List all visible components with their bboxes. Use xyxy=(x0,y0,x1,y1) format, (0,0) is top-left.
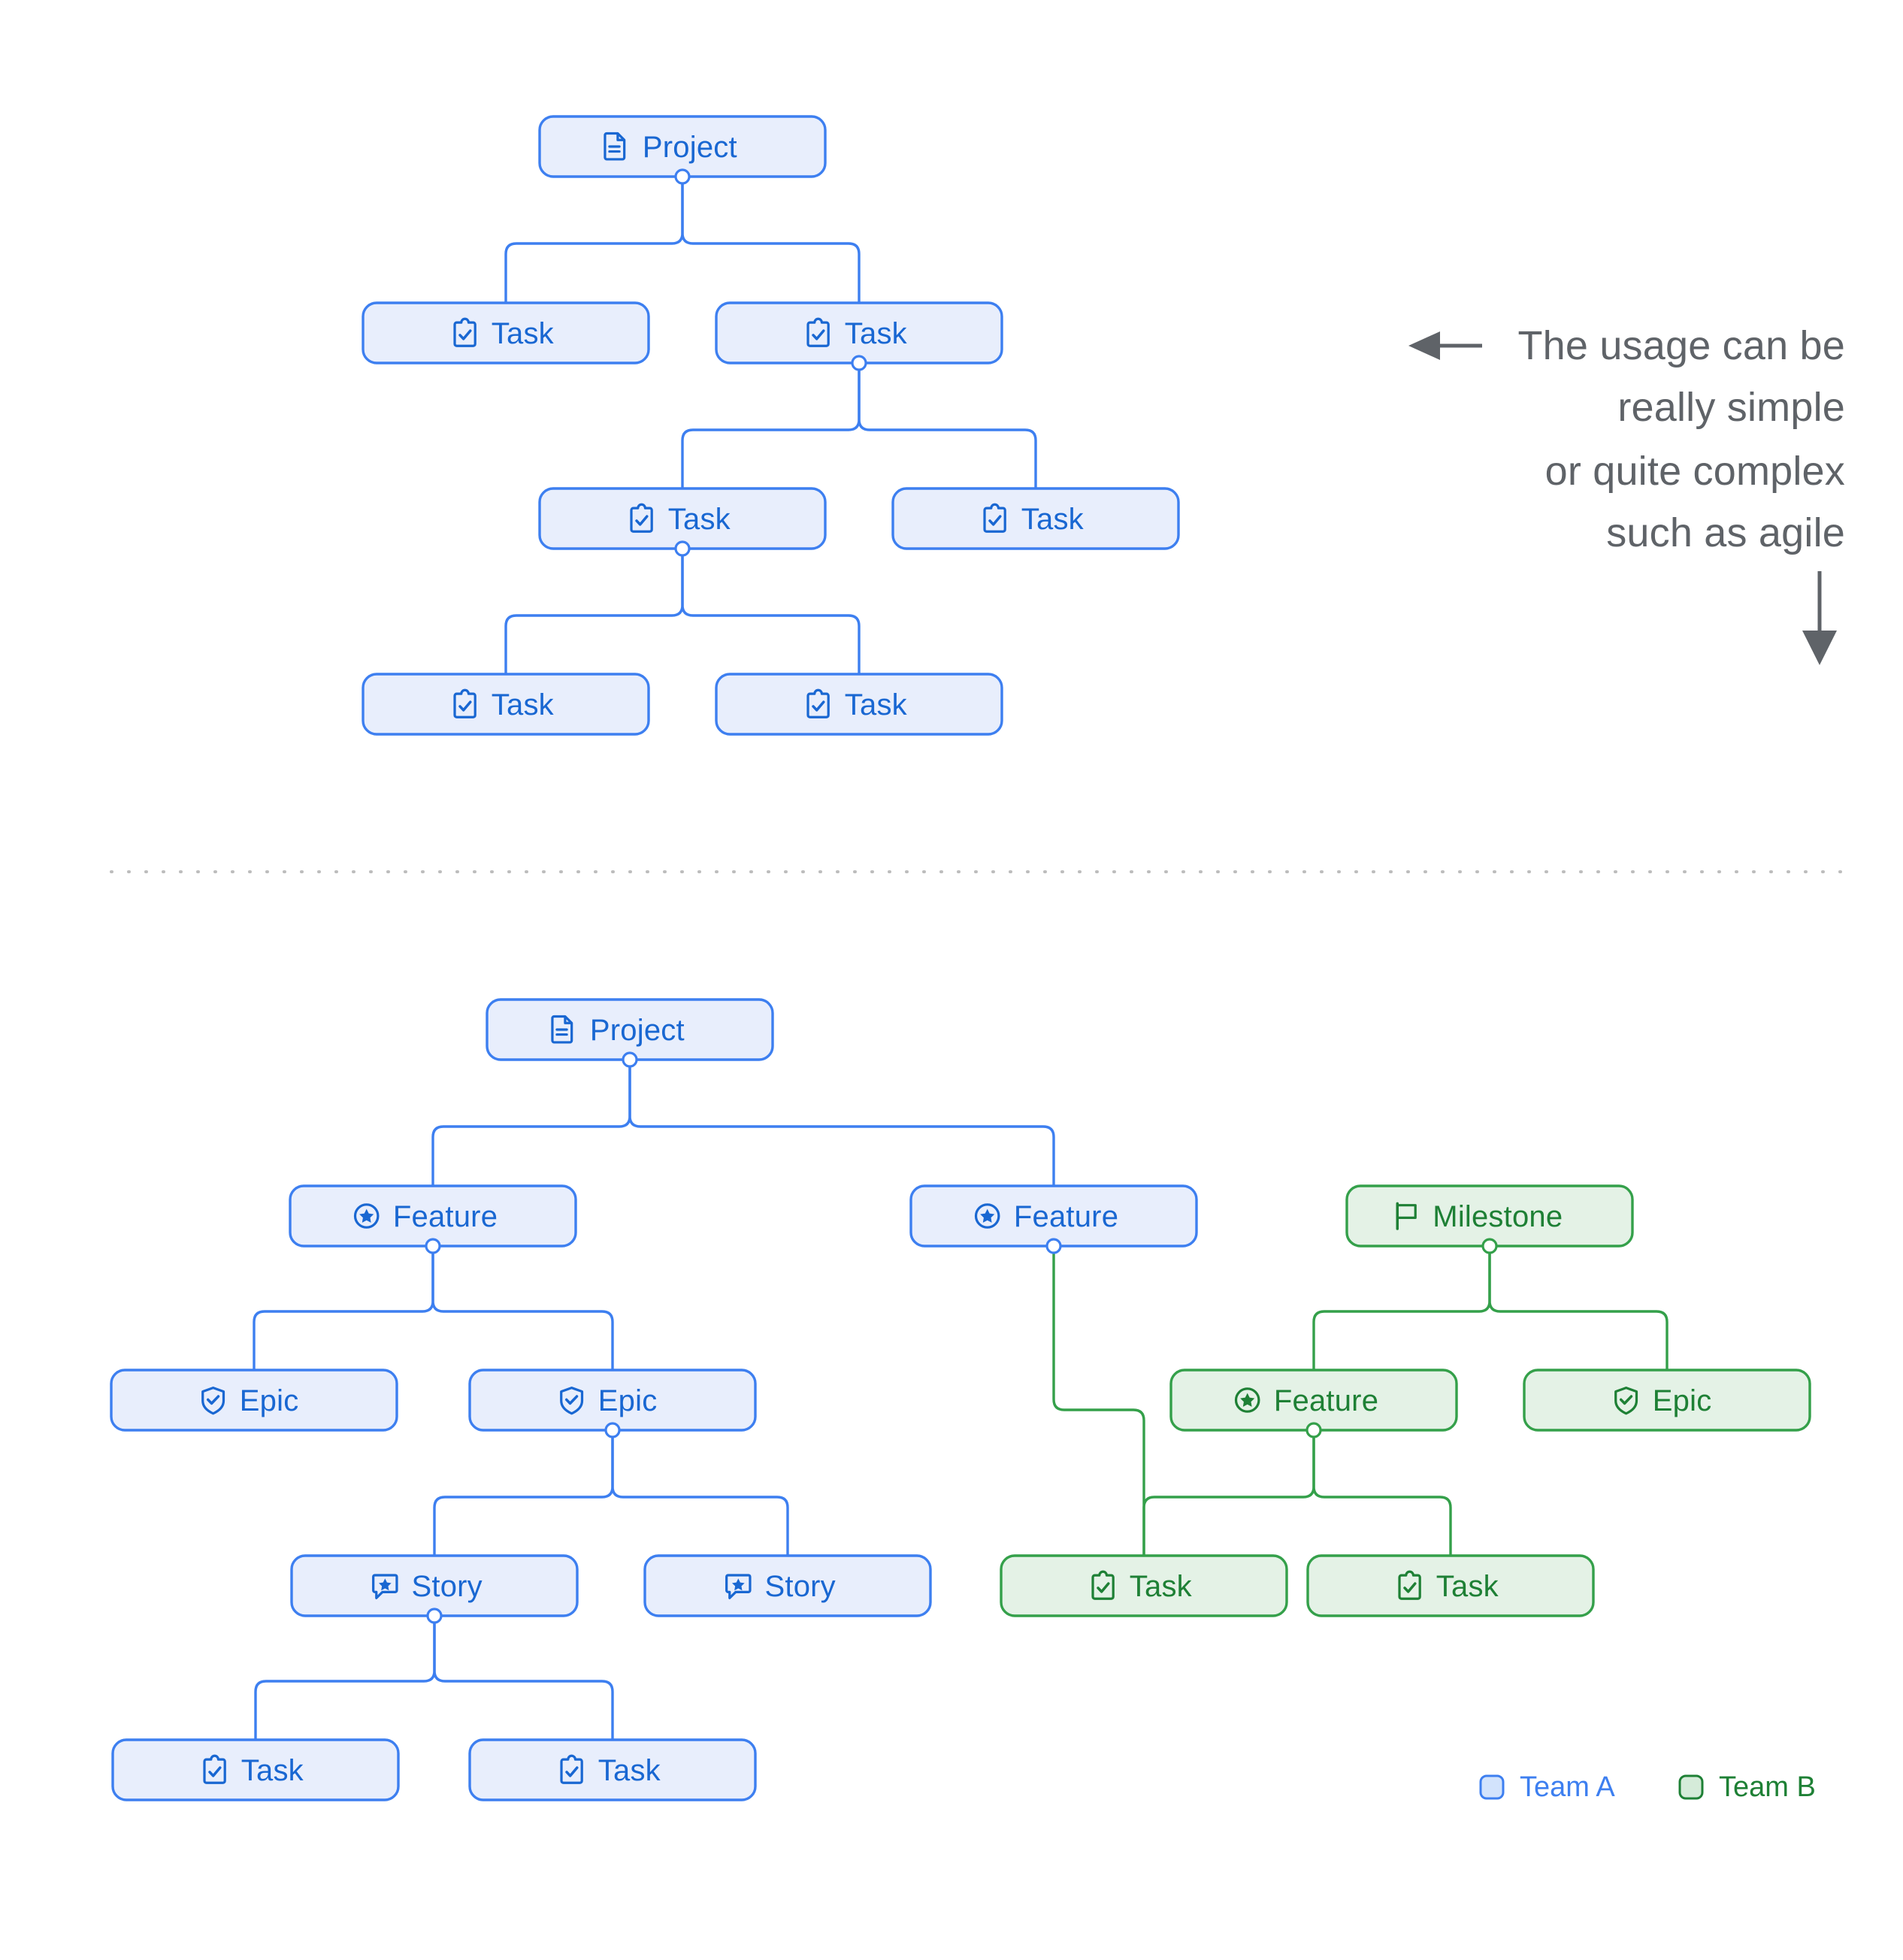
node-label: Task xyxy=(598,1754,661,1787)
node-label: Task xyxy=(492,688,555,721)
node-connector-port[interactable] xyxy=(1045,1238,1062,1254)
node-label: Project xyxy=(643,131,737,164)
node-connector-port[interactable] xyxy=(1305,1422,1322,1438)
diagram-node[interactable]: Task xyxy=(1306,1554,1595,1617)
node-box[interactable] xyxy=(643,1554,932,1617)
legend-swatch-team-b xyxy=(1678,1774,1704,1800)
annotation-line: or quite complex xyxy=(1545,449,1845,494)
legend-label: Team B xyxy=(1719,1771,1816,1803)
node-label: Feature xyxy=(1274,1384,1378,1417)
edge-connector xyxy=(858,363,1037,488)
node-label: Task xyxy=(1021,503,1085,536)
edge-connector xyxy=(504,177,684,303)
node-label: Project xyxy=(590,1014,685,1047)
node-connector-port[interactable] xyxy=(425,1238,441,1254)
node-label: Task xyxy=(241,1754,304,1787)
node-connector-port[interactable] xyxy=(674,168,691,185)
node-connector-port[interactable] xyxy=(426,1608,443,1624)
node-box[interactable] xyxy=(362,301,650,364)
edge-connector xyxy=(628,1060,1055,1186)
node-label: Task xyxy=(845,317,908,350)
node-box[interactable] xyxy=(110,1369,398,1432)
edge-connector xyxy=(254,1616,436,1740)
diagram-node[interactable]: Epic xyxy=(468,1369,757,1438)
diagram-node[interactable]: Story xyxy=(290,1554,579,1624)
edge-connector xyxy=(431,1246,614,1370)
diagram-node[interactable]: Milestone xyxy=(1345,1184,1634,1254)
annotation-text: The usage can be really simple or quite co… xyxy=(1517,323,1845,555)
diagram-node[interactable]: Task xyxy=(362,301,650,364)
node-label: Feature xyxy=(1014,1200,1118,1233)
legend-item[interactable]: Team A xyxy=(1479,1771,1615,1803)
edge-connector xyxy=(433,1616,614,1740)
node-connector-port[interactable] xyxy=(604,1422,621,1438)
diagram-node[interactable]: Task xyxy=(1000,1554,1288,1617)
diagram-node[interactable]: Task xyxy=(715,673,1003,736)
edge-connector xyxy=(1052,1246,1145,1556)
edge-connector xyxy=(253,1246,434,1370)
diagram-node[interactable]: Story xyxy=(643,1554,932,1617)
edge-connector xyxy=(611,1430,789,1556)
node-box[interactable] xyxy=(1000,1554,1288,1617)
annotation-line: such as agile xyxy=(1606,510,1845,555)
diagram-node[interactable]: Feature xyxy=(289,1184,577,1254)
node-label: Story xyxy=(765,1570,836,1603)
node-label: Task xyxy=(1130,1570,1193,1603)
annotation-line: The usage can be xyxy=(1517,323,1845,368)
node-label: Task xyxy=(845,688,908,721)
node-connector-port[interactable] xyxy=(1481,1238,1498,1254)
diagram-node[interactable]: Feature xyxy=(1169,1369,1458,1438)
node-box[interactable] xyxy=(111,1738,400,1801)
legend-swatch-team-a xyxy=(1479,1774,1505,1800)
edge-connector xyxy=(1488,1246,1669,1370)
diagram-node[interactable]: Project xyxy=(538,115,827,185)
node-box[interactable] xyxy=(1523,1369,1811,1432)
diagram-node[interactable]: Project xyxy=(486,998,774,1068)
edge-connector xyxy=(681,177,861,303)
diagram-node[interactable]: Task xyxy=(111,1738,400,1801)
edge-connector xyxy=(681,549,861,674)
node-box[interactable] xyxy=(1306,1554,1595,1617)
legend: Team A Team B xyxy=(1479,1771,1816,1803)
edge-connector xyxy=(433,1430,614,1556)
edge-connector xyxy=(1312,1430,1452,1556)
edge-connector xyxy=(1142,1430,1315,1556)
edge-connector xyxy=(431,1060,631,1186)
legend-item[interactable]: Team B xyxy=(1678,1771,1816,1803)
node-label: Story xyxy=(412,1570,483,1603)
node-label: Epic xyxy=(1653,1384,1712,1417)
diagram-node[interactable]: Epic xyxy=(1523,1369,1811,1432)
edge-connector xyxy=(504,549,684,674)
node-label: Milestone xyxy=(1433,1200,1563,1233)
edge-connector xyxy=(681,363,861,488)
node-label: Feature xyxy=(393,1200,498,1233)
node-label: Task xyxy=(1436,1570,1499,1603)
diagram-node[interactable]: Task xyxy=(538,487,827,557)
node-connector-port[interactable] xyxy=(622,1051,638,1068)
diagram-node[interactable]: Task xyxy=(468,1738,757,1801)
edge-connector xyxy=(1312,1246,1491,1370)
diagram-node[interactable]: Epic xyxy=(110,1369,398,1432)
legend-label: Team A xyxy=(1520,1771,1615,1803)
node-label: Epic xyxy=(598,1384,658,1417)
node-label: Task xyxy=(492,317,555,350)
node-connector-port[interactable] xyxy=(674,540,691,557)
diagram-node[interactable]: Task xyxy=(715,301,1003,371)
diagram-node[interactable]: Feature xyxy=(909,1184,1198,1254)
node-box[interactable] xyxy=(362,673,650,736)
diagram-node[interactable]: Task xyxy=(891,487,1180,550)
arrow-down-icon xyxy=(1802,571,1837,665)
node-box[interactable] xyxy=(715,673,1003,736)
node-box[interactable] xyxy=(468,1738,757,1801)
node-connector-port[interactable] xyxy=(851,355,867,371)
node-label: Epic xyxy=(240,1384,299,1417)
node-box[interactable] xyxy=(891,487,1180,550)
node-label: Task xyxy=(668,503,731,536)
diagram-node[interactable]: Task xyxy=(362,673,650,736)
annotation-line: really simple xyxy=(1617,385,1845,430)
edge-layer xyxy=(253,177,1669,1740)
arrow-left-icon xyxy=(1408,331,1482,360)
